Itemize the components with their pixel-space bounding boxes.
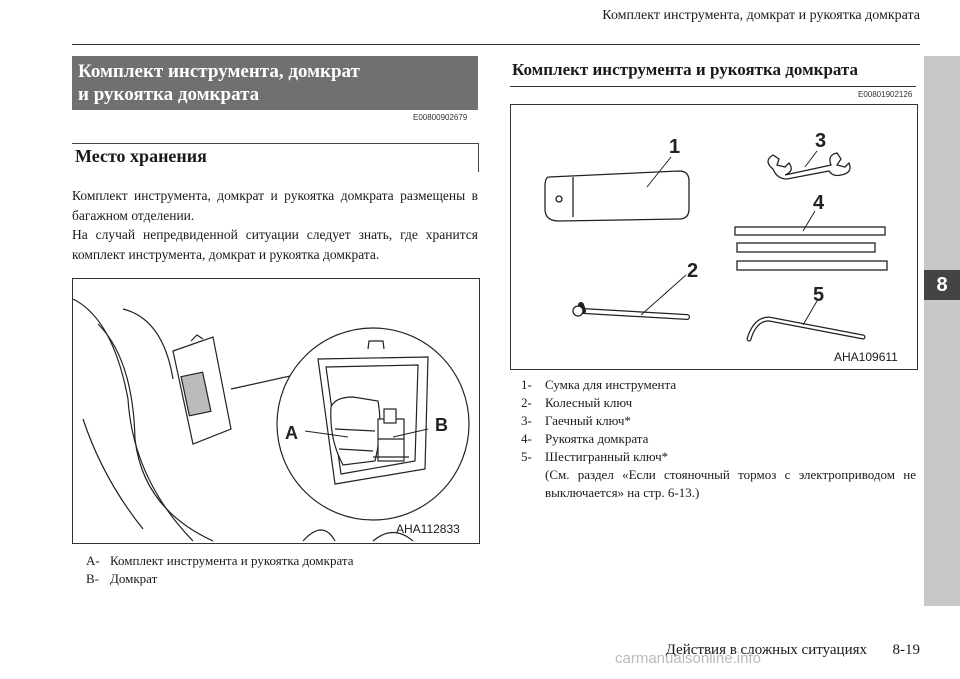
figure-label-5: 5 — [813, 284, 824, 306]
right-legend: 1- Сумка для инструмента 2- Колесный клю… — [521, 376, 916, 502]
legend-text: Гаечный ключ* — [545, 413, 631, 428]
legend-text: Шестигранный ключ* — [545, 449, 669, 464]
section-title-line1: Комплект инструмента, домкрат — [78, 61, 360, 82]
watermark-text: carmanualsonline.info — [615, 650, 761, 667]
right-section-code: E00801902126 — [858, 90, 913, 99]
footer-page-number: 8-19 — [892, 642, 921, 658]
paragraph-1: Комплект инструмента, домкрат и рукоятка… — [72, 188, 478, 223]
legend-row-4: 4- Рукоятка домкрата — [521, 430, 916, 448]
tool-bag-shape — [544, 170, 690, 222]
subheading: Место хранения — [75, 146, 207, 166]
page-footer: Действия в сложных ситуациях 8-19 — [560, 642, 920, 659]
legend-text: Рукоятка домкрата — [545, 431, 649, 446]
legend-row-1: 1- Сумка для инструмента — [521, 376, 916, 394]
legend-key: 4- — [521, 431, 532, 446]
legend-text: Колесный ключ — [545, 395, 633, 410]
legend-key: 3- — [521, 413, 532, 428]
header-rule — [72, 44, 920, 45]
legend-text: Комплект инструмента и рукоятка домкрата — [110, 553, 354, 568]
legend-key: 5- — [521, 449, 532, 464]
running-head: Комплект инструмента, домкрат и рукоятка… — [602, 8, 920, 23]
right-figure-code: AHA109611 — [834, 350, 898, 364]
legend-key: 2- — [521, 395, 532, 410]
figure-label-2: 2 — [687, 260, 698, 282]
legend-key: B- — [86, 571, 99, 586]
figure-label-1: 1 — [669, 136, 680, 158]
legend-key: A- — [86, 553, 100, 568]
tool-kit-figure: 1 2 3 4 5 — [510, 104, 918, 370]
figure-label-b: B — [435, 415, 448, 435]
body-text: Комплект инструмента, домкрат и рукоятка… — [72, 186, 478, 264]
legend-row-3: 3- Гаечный ключ* — [521, 412, 916, 430]
legend-key: 1- — [521, 377, 532, 392]
trunk-illustration: A B — [72, 298, 470, 542]
left-legend: A- Комплект инструмента и рукоятка домкр… — [86, 552, 476, 588]
footer-section: Действия в сложных ситуациях — [665, 642, 867, 658]
legend-text: Сумка для инструмента — [545, 377, 677, 392]
legend-row-b: B- Домкрат — [86, 570, 476, 588]
figure-label-4: 4 — [813, 192, 825, 214]
section-code: E00800902679 — [413, 113, 468, 122]
subheading-frame — [72, 143, 479, 172]
trunk-storage-figure: A B — [72, 278, 480, 544]
section-title-line2: и рукоятка домкрата — [78, 84, 260, 105]
right-section-title: Комплект инструмента и рукоятка домкрата — [512, 60, 859, 79]
legend-text: Домкрат — [110, 571, 158, 586]
legend-row-2: 2- Колесный ключ — [521, 394, 916, 412]
figure-label-a: A — [285, 423, 298, 443]
tool-kit-illustration: 1 2 3 4 5 — [544, 130, 888, 342]
paragraph-2: На случай непредвиденной ситуации следуе… — [72, 227, 478, 262]
legend-row-a: A- Комплект инструмента и рукоятка домкр… — [86, 552, 476, 570]
chapter-number: 8 — [924, 270, 960, 300]
legend-note: (См. раздел «Если стояночный тормоз с эл… — [545, 467, 916, 500]
right-section-banner — [510, 56, 916, 87]
chapter-tab — [924, 56, 960, 606]
section-title-banner: Комплект инструмента, домкрат и рукоятка… — [72, 56, 478, 110]
figure-label-3: 3 — [815, 130, 826, 152]
left-figure-code: AHA112833 — [396, 522, 460, 536]
legend-row-5: 5- Шестигранный ключ* — [521, 448, 916, 466]
